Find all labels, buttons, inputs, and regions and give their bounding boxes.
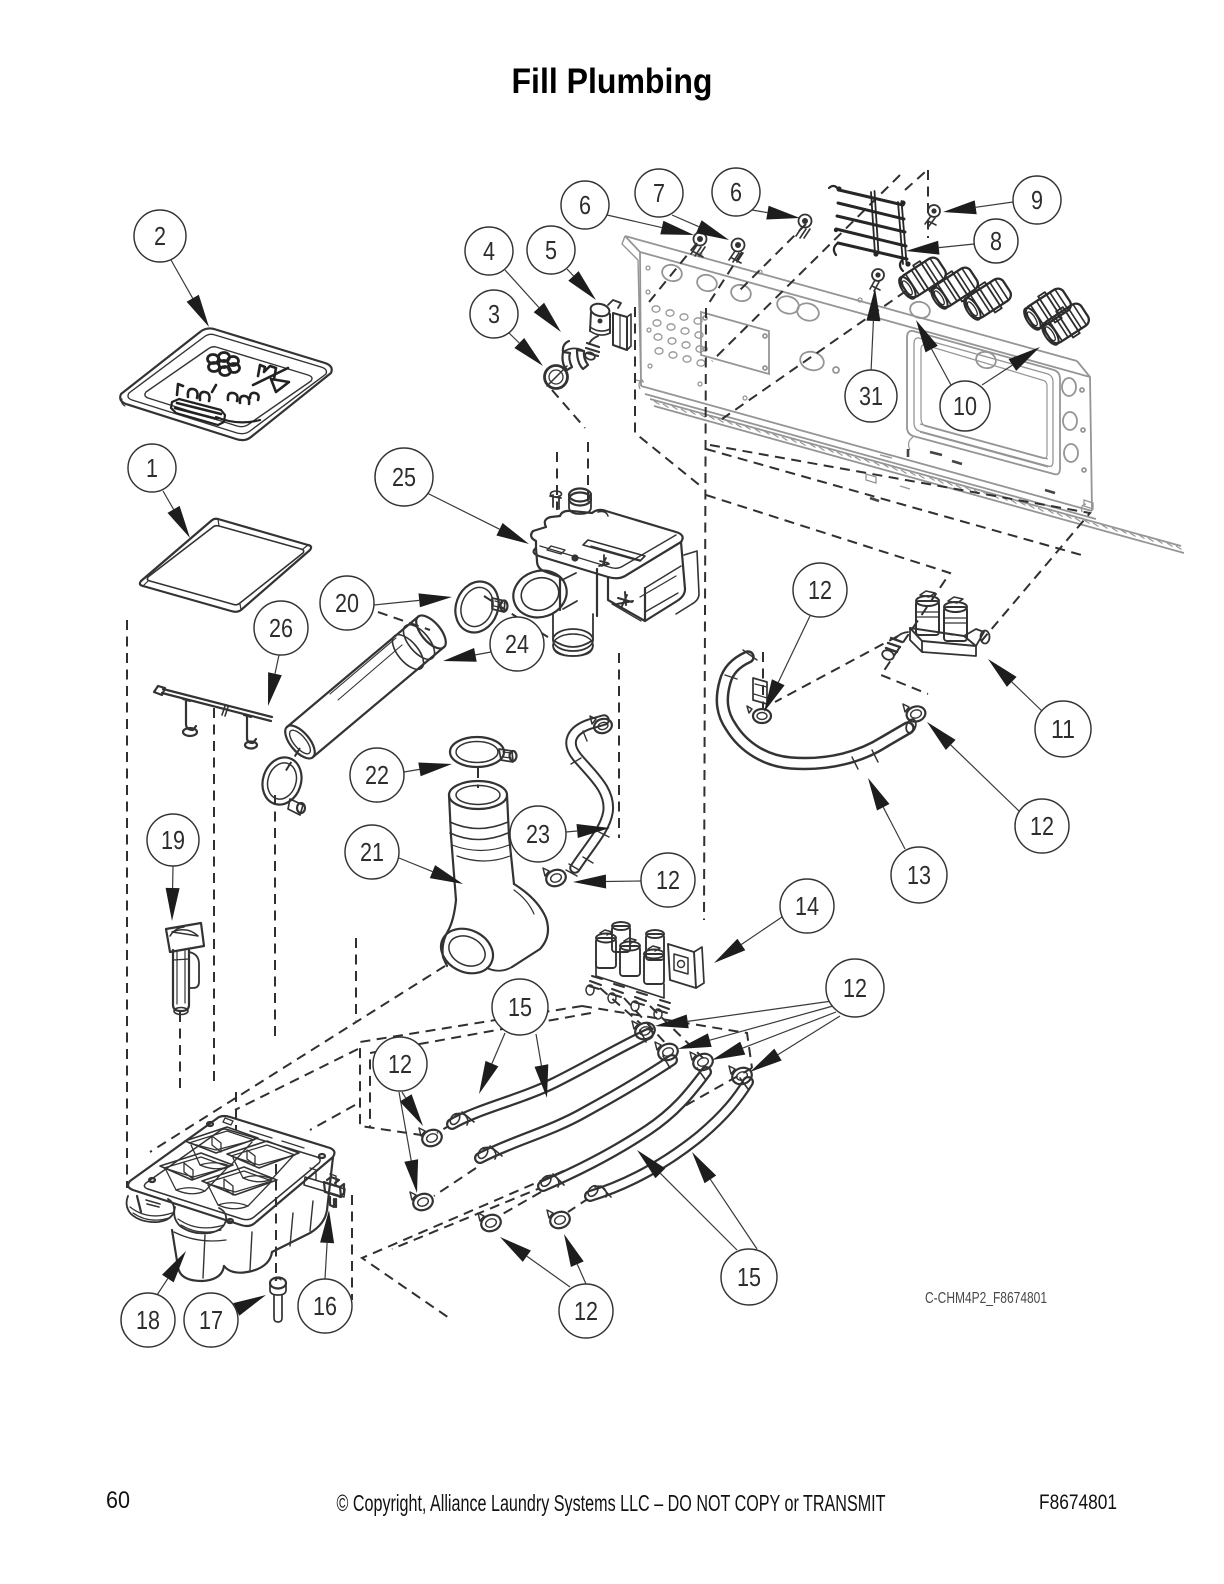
svg-text:6: 6 (579, 192, 591, 220)
svg-text:15: 15 (508, 994, 532, 1022)
svg-text:© Copyright, Alliance Laundry: © Copyright, Alliance Laundry Systems LL… (337, 1490, 886, 1516)
svg-text:F8674801: F8674801 (1039, 1490, 1117, 1514)
svg-text:16: 16 (313, 1293, 337, 1321)
svg-text:4: 4 (483, 238, 495, 266)
svg-text:10: 10 (953, 393, 977, 421)
svg-text:12: 12 (574, 1298, 598, 1326)
svg-text:18: 18 (136, 1307, 160, 1335)
svg-text:19: 19 (161, 827, 185, 855)
svg-text:22: 22 (365, 762, 389, 790)
svg-text:24: 24 (505, 631, 529, 659)
svg-text:60: 60 (106, 1487, 130, 1514)
svg-text:17: 17 (199, 1307, 223, 1335)
svg-text:7: 7 (653, 180, 665, 208)
svg-text:20: 20 (335, 590, 359, 618)
svg-text:26: 26 (269, 615, 293, 643)
svg-text:5: 5 (545, 237, 557, 265)
svg-text:9: 9 (1031, 187, 1043, 215)
svg-text:15: 15 (737, 1264, 761, 1292)
svg-text:8: 8 (990, 228, 1002, 256)
svg-text:2: 2 (154, 223, 166, 251)
svg-text:12: 12 (808, 577, 832, 605)
svg-text:1: 1 (146, 455, 158, 483)
svg-text:12: 12 (388, 1051, 412, 1079)
svg-text:3: 3 (488, 301, 500, 329)
svg-text:6: 6 (730, 179, 742, 207)
svg-text:13: 13 (907, 862, 931, 890)
svg-text:Fill Plumbing: Fill Plumbing (512, 62, 713, 101)
svg-text:12: 12 (1030, 813, 1054, 841)
svg-text:11: 11 (1051, 716, 1075, 744)
svg-text:23: 23 (526, 821, 550, 849)
svg-text:C-CHM4P2_F8674801: C-CHM4P2_F8674801 (925, 1290, 1047, 1307)
svg-text:12: 12 (843, 975, 867, 1003)
svg-text:25: 25 (392, 464, 416, 492)
svg-text:14: 14 (795, 893, 819, 921)
svg-text:12: 12 (656, 867, 680, 895)
svg-text:31: 31 (859, 383, 883, 411)
svg-text:21: 21 (360, 839, 384, 867)
